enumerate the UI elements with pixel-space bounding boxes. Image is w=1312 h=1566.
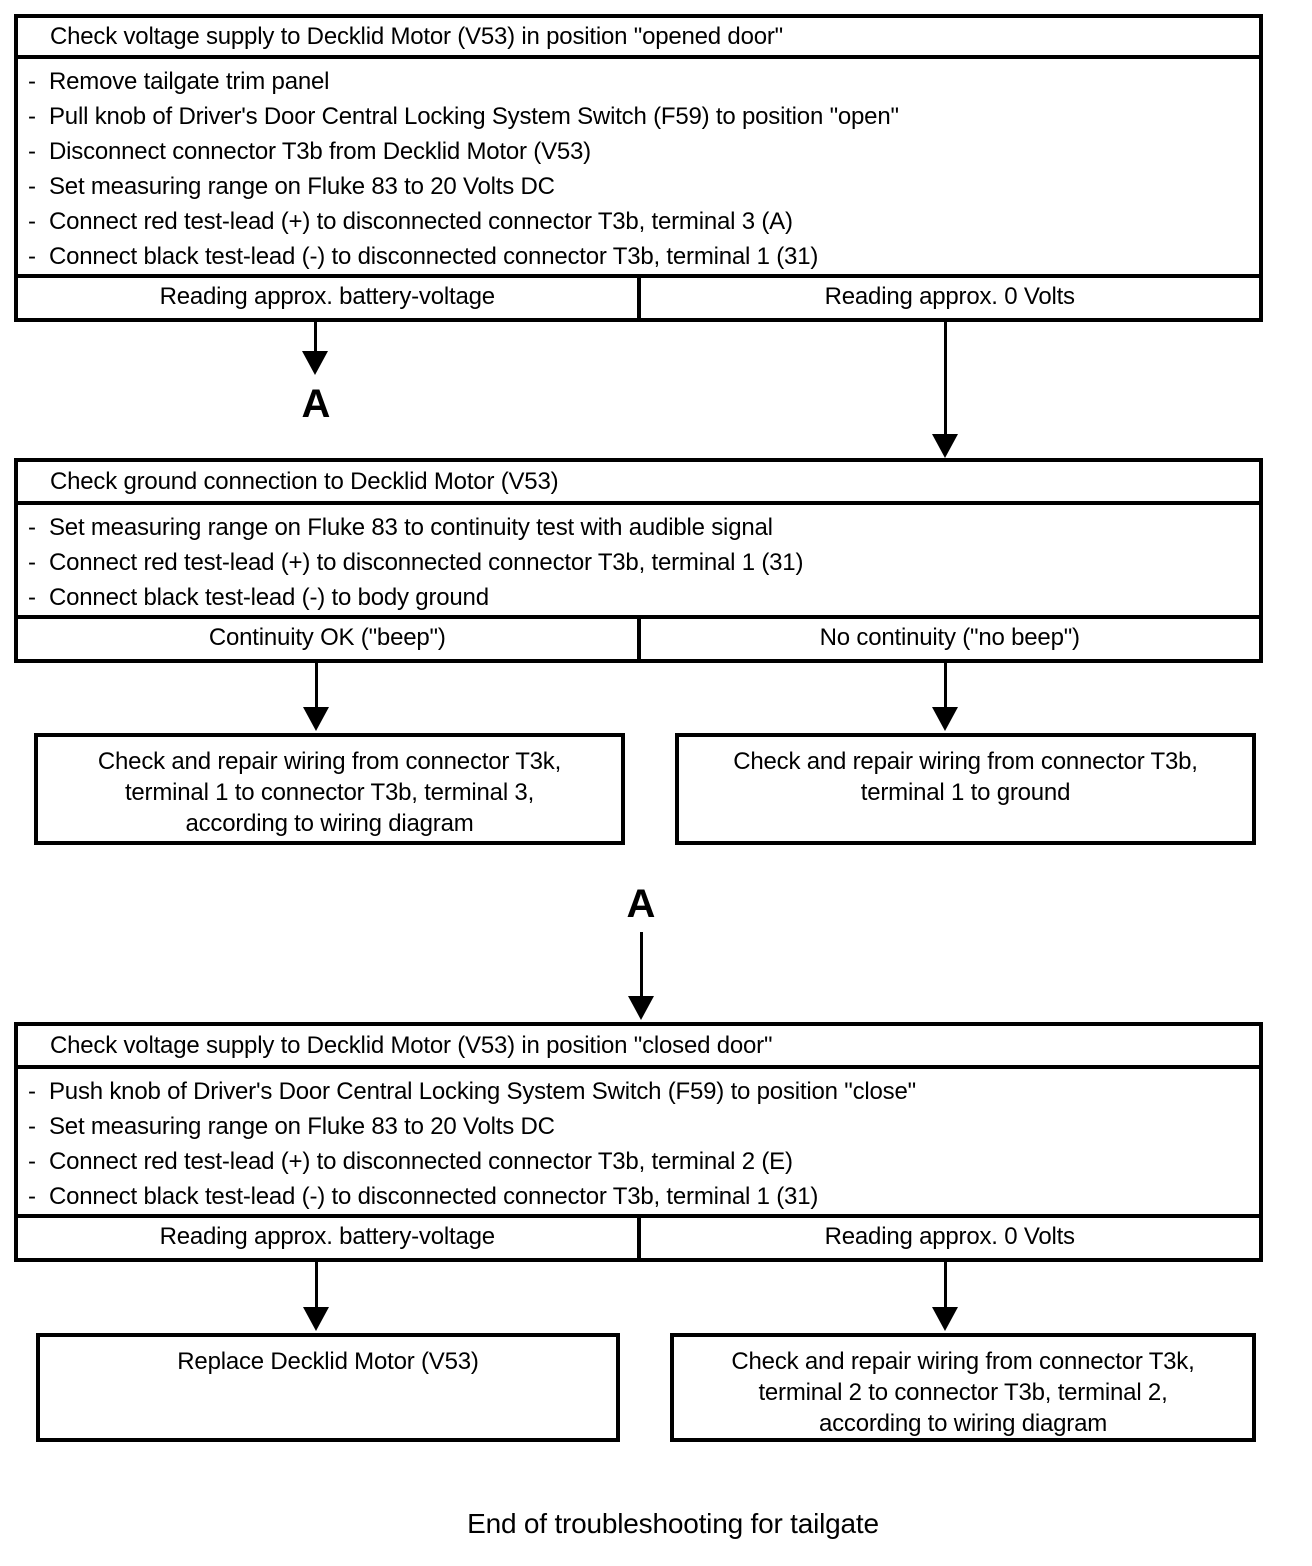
arrow-shaft xyxy=(639,932,643,998)
action-text-line: according to wiring diagram xyxy=(185,810,474,837)
step-text: Set measuring range on Fluke 83 to 20 Vo… xyxy=(49,1113,555,1140)
repair-wiring-t3k1-t3b3-box: Check and repair wiring from connector T… xyxy=(34,733,625,845)
action-text-line: according to wiring diagram xyxy=(818,1410,1108,1437)
outcome-right-cell: Reading approx. 0 Volts xyxy=(636,278,1260,318)
arrow-shaft xyxy=(943,1262,947,1309)
outcome-row: Continuity OK ("beep") No continuity ("n… xyxy=(18,615,1259,659)
procedure-steps: -Remove tailgate trim panel -Pull knob o… xyxy=(18,59,1259,274)
down-arrow xyxy=(302,663,330,731)
arrow-shaft xyxy=(314,1262,318,1309)
arrow-shaft xyxy=(314,663,318,709)
box-title: Check ground connection to Decklid Motor… xyxy=(18,462,1259,505)
step-text: Pull knob of Driver's Door Central Locki… xyxy=(49,103,899,130)
procedure-step: -Set measuring range on Fluke 83 to 20 V… xyxy=(28,1109,1251,1144)
step-text: Connect black test-lead (-) to disconnec… xyxy=(49,1183,819,1210)
step-text: Disconnect connector T3b from Decklid Mo… xyxy=(49,138,591,165)
arrow-head xyxy=(303,707,329,731)
outcome-row: Reading approx. battery-voltage Reading … xyxy=(18,274,1259,318)
arrow-shaft xyxy=(943,663,947,709)
step-text: Remove tailgate trim panel xyxy=(49,68,330,95)
action-text-line: Check and repair wiring from connector T… xyxy=(731,1348,1195,1375)
outcome-right-cell: No continuity ("no beep") xyxy=(636,619,1260,659)
down-arrow xyxy=(302,1262,330,1331)
end-of-troubleshooting-text: End of troubleshooting for tailgate xyxy=(467,1508,879,1539)
down-arrow xyxy=(301,322,329,375)
arrow-head xyxy=(302,351,328,375)
procedure-step: -Remove tailgate trim panel xyxy=(28,64,1251,99)
step-text: Set measuring range on Fluke 83 to conti… xyxy=(49,514,773,541)
check-voltage-closed-door-box: Check voltage supply to Decklid Motor (V… xyxy=(14,1022,1263,1262)
dash-marker: - xyxy=(28,1183,36,1210)
procedure-step: -Disconnect connector T3b from Decklid M… xyxy=(28,134,1251,169)
dash-marker: - xyxy=(28,243,36,270)
arrow-shaft xyxy=(943,322,947,436)
procedure-step: -Set measuring range on Fluke 83 to 20 V… xyxy=(28,169,1251,204)
repair-wiring-t3b1-ground-box: Check and repair wiring from connector T… xyxy=(675,733,1256,845)
box-title: Check voltage supply to Decklid Motor (V… xyxy=(18,1026,1259,1069)
procedure-step: -Connect red test-lead (+) to disconnect… xyxy=(28,545,1251,580)
action-text-line: terminal 1 to connector T3b, terminal 3, xyxy=(124,779,535,806)
step-text: Connect red test-lead (+) to disconnecte… xyxy=(49,1148,793,1175)
repair-wiring-t3k2-t3b2-box: Check and repair wiring from connector T… xyxy=(670,1333,1256,1442)
arrow-head xyxy=(628,996,654,1020)
procedure-step: -Connect red test-lead (+) to disconnect… xyxy=(28,1144,1251,1179)
procedure-step: -Push knob of Driver's Door Central Lock… xyxy=(28,1074,1251,1109)
outcome-right-cell: Reading approx. 0 Volts xyxy=(636,1218,1260,1258)
down-arrow xyxy=(931,663,959,731)
dash-marker: - xyxy=(28,549,36,576)
dash-marker: - xyxy=(28,68,36,95)
procedure-step: -Connect black test-lead (-) to body gro… xyxy=(28,580,1251,615)
outcome-left-cell: Continuity OK ("beep") xyxy=(208,624,446,651)
step-text: Connect black test-lead (-) to disconnec… xyxy=(49,243,819,270)
connector-label-a: A xyxy=(626,882,656,926)
action-text-line: Check and repair wiring from connector T… xyxy=(733,748,1198,775)
step-text: Connect red test-lead (+) to disconnecte… xyxy=(49,208,793,235)
step-text: Set measuring range on Fluke 83 to 20 Vo… xyxy=(49,173,555,200)
action-text-line: terminal 1 to ground xyxy=(860,779,1071,806)
dash-marker: - xyxy=(28,173,36,200)
down-arrow xyxy=(931,322,959,458)
arrow-head xyxy=(932,434,958,458)
procedure-step: -Connect black test-lead (-) to disconne… xyxy=(28,239,1251,274)
step-text: Connect red test-lead (+) to disconnecte… xyxy=(49,549,804,576)
box-title: Check voltage supply to Decklid Motor (V… xyxy=(18,18,1259,59)
arrow-head xyxy=(303,1307,329,1331)
procedure-steps: -Set measuring range on Fluke 83 to cont… xyxy=(18,505,1259,615)
outcome-row: Reading approx. battery-voltage Reading … xyxy=(18,1214,1259,1258)
arrow-shaft xyxy=(313,322,317,353)
step-text: Push knob of Driver's Door Central Locki… xyxy=(49,1078,916,1105)
check-ground-connection-box: Check ground connection to Decklid Motor… xyxy=(14,458,1263,663)
action-text-line: Check and repair wiring from connector T… xyxy=(97,748,562,775)
dash-marker: - xyxy=(28,103,36,130)
procedure-step: -Connect red test-lead (+) to disconnect… xyxy=(28,204,1251,239)
dash-marker: - xyxy=(28,138,36,165)
arrow-head xyxy=(932,1307,958,1331)
check-voltage-opened-door-box: Check voltage supply to Decklid Motor (V… xyxy=(14,14,1263,322)
down-arrow xyxy=(627,932,655,1020)
down-arrow xyxy=(931,1262,959,1331)
procedure-step: -Pull knob of Driver's Door Central Lock… xyxy=(28,99,1251,134)
outcome-left-cell: Reading approx. battery-voltage xyxy=(159,1223,496,1250)
dash-marker: - xyxy=(28,208,36,235)
dash-marker: - xyxy=(28,1113,36,1140)
procedure-steps: -Push knob of Driver's Door Central Lock… xyxy=(18,1069,1259,1214)
procedure-step: -Connect black test-lead (-) to disconne… xyxy=(28,1179,1251,1214)
replace-decklid-motor-box: Replace Decklid Motor (V53) xyxy=(36,1333,620,1442)
action-text-line: terminal 2 to connector T3b, terminal 2, xyxy=(758,1379,1168,1406)
procedure-step: -Set measuring range on Fluke 83 to cont… xyxy=(28,510,1251,545)
connector-label-a: A xyxy=(301,382,331,426)
dash-marker: - xyxy=(28,1148,36,1175)
dash-marker: - xyxy=(28,584,36,611)
dash-marker: - xyxy=(28,1078,36,1105)
arrow-head xyxy=(932,707,958,731)
dash-marker: - xyxy=(28,514,36,541)
outcome-left-cell: Reading approx. battery-voltage xyxy=(159,283,496,310)
action-text-line: Replace Decklid Motor (V53) xyxy=(177,1348,479,1375)
step-text: Connect black test-lead (-) to body grou… xyxy=(49,584,489,611)
